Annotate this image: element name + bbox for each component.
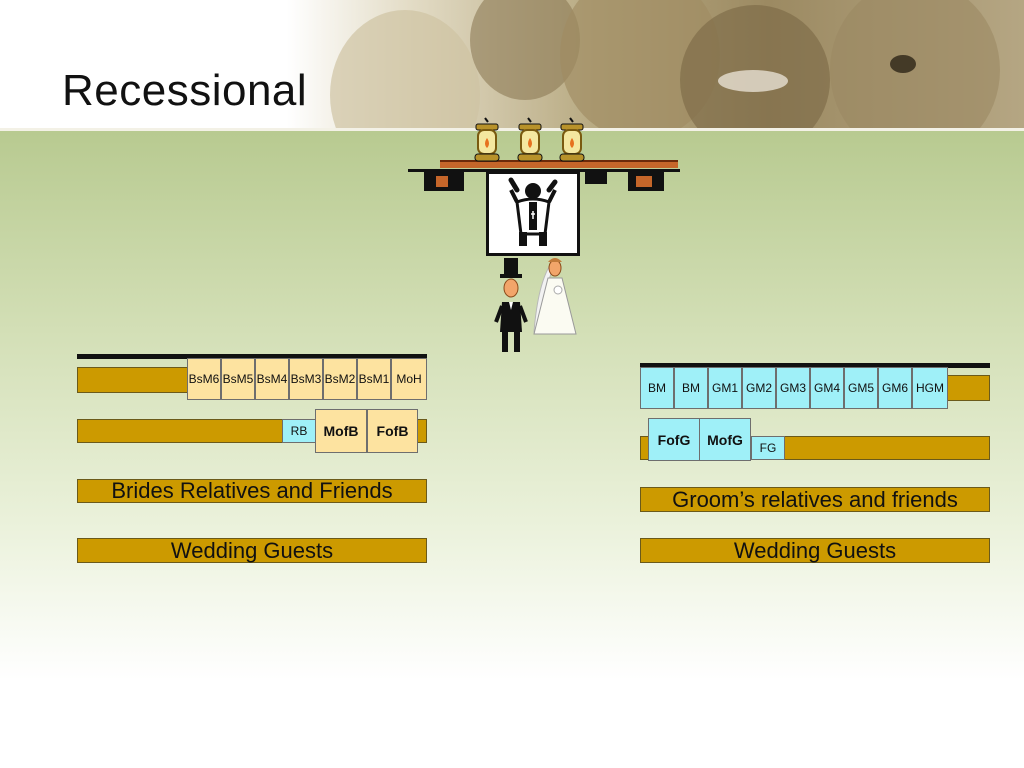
lantern-icon xyxy=(474,117,500,162)
father-of-groom-box: FofG xyxy=(648,418,700,461)
ring-bearer-box: RB xyxy=(282,419,316,443)
mother-of-groom-box: MofG xyxy=(699,418,751,461)
officiant-icon xyxy=(508,177,558,246)
header-divider xyxy=(0,128,1024,131)
bridesmaid-box: BsM5 xyxy=(221,358,255,400)
maid-of-honor-box: MoH xyxy=(391,358,427,400)
bridesmaid-box: BsM3 xyxy=(289,358,323,400)
groom-figure-icon xyxy=(494,258,528,352)
groomsman-box: GM5 xyxy=(844,367,878,409)
flower-girl-box: FG xyxy=(751,436,785,460)
bridesmaid-box: BsM6 xyxy=(187,358,221,400)
bride-figure-icon xyxy=(533,258,577,335)
altar-line xyxy=(408,169,680,172)
groomsman-box: GM1 xyxy=(708,367,742,409)
bride-guests-bar: Wedding Guests xyxy=(77,538,427,563)
bridesmaid-box: BsM1 xyxy=(357,358,391,400)
slide-title: Recessional xyxy=(62,66,308,115)
bride-relatives-bar: Brides Relatives and Friends xyxy=(77,478,427,503)
officiant-frame xyxy=(486,171,580,256)
father-of-bride-box: FofB xyxy=(367,409,418,453)
best-man-box: BM xyxy=(674,367,708,409)
altar-leg-center xyxy=(585,172,607,184)
lanterns xyxy=(474,117,585,162)
altar-top xyxy=(440,160,678,168)
groomsman-box: GM3 xyxy=(776,367,810,409)
mother-of-bride-box: MofB xyxy=(315,409,367,453)
header-photo-banner xyxy=(0,0,1024,128)
groom-side-top-line xyxy=(640,363,990,368)
groomsman-box: GM4 xyxy=(810,367,844,409)
bride-side-top-line xyxy=(77,354,427,359)
groom-guests-bar: Wedding Guests xyxy=(640,538,990,563)
best-man-box: BM xyxy=(640,367,674,409)
altar-leg-right xyxy=(628,172,664,191)
lantern-icon xyxy=(517,117,543,162)
bridesmaid-box: BsM4 xyxy=(255,358,289,400)
groomsman-box: GM6 xyxy=(878,367,912,409)
head-groomsman-box: HGM xyxy=(912,367,948,409)
bridesmaid-box: BsM2 xyxy=(323,358,357,400)
lantern-icon xyxy=(559,117,585,162)
altar-leg-left xyxy=(424,172,464,191)
groom-relatives-bar: Groom’s relatives and friends xyxy=(640,487,990,512)
groomsman-box: GM2 xyxy=(742,367,776,409)
